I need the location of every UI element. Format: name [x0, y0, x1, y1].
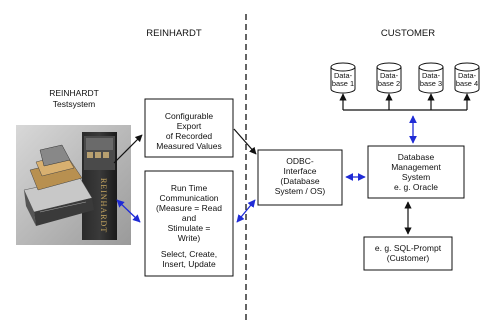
database-label-line1: Data-: [380, 71, 399, 80]
export-line: Export: [177, 121, 202, 131]
runtime-odbc-arrow: [236, 199, 256, 223]
runtime-operations-line: Insert, Update: [162, 259, 216, 269]
database-label-line2: base 4: [456, 79, 478, 88]
runtime-box-text: Run Time Communication (Measure = Read a…: [156, 183, 222, 269]
runtime-line: Communication: [159, 193, 218, 203]
sql-line: (Customer): [387, 253, 430, 263]
export-line: Measured Values: [156, 141, 222, 151]
testsystem-title-line1: REINHARDT: [49, 88, 99, 98]
dbms-box-text: Database Management System e. g. Oracle: [391, 152, 441, 192]
sql-box-text: e. g. SQL-Prompt (Customer): [375, 243, 442, 263]
dbms-box: [367, 145, 465, 199]
database-label-line2: base 1: [332, 79, 354, 88]
testsystem-title-line2: Testsystem: [53, 99, 96, 109]
runtime-line: and: [182, 213, 196, 223]
database-label-line1: Data-: [458, 71, 477, 80]
testsystem-image: REINHARDT: [16, 125, 131, 245]
database-bus: [339, 93, 471, 111]
odbc-box-text: ODBC- Interface (Database System / OS): [275, 156, 326, 196]
database-label-line1: Data-: [422, 71, 441, 80]
odbc-line: (Database: [280, 176, 319, 186]
database-label-line1: Data-: [334, 71, 353, 80]
database-cylinder-1: Data- base 1: [330, 62, 356, 94]
runtime-line: Run Time: [171, 183, 208, 193]
database-label-line2: base 3: [420, 79, 442, 88]
odbc-line: System / OS): [275, 186, 326, 196]
runtime-communication-box: [144, 170, 234, 277]
odbc-interface-box: [257, 149, 343, 206]
testsystem-export-arrow: [113, 134, 143, 164]
odbc-line: Interface: [283, 166, 316, 176]
database-label-line2: base 2: [378, 79, 400, 88]
dbms-line: Management: [391, 162, 441, 172]
runtime-operations-line: Select, Create,: [161, 249, 217, 259]
testsystem-runtime-arrow: [116, 199, 141, 223]
customer-header: CUSTOMER: [381, 28, 435, 39]
dbms-line: System: [402, 172, 430, 182]
export-box: [144, 98, 234, 158]
odbc-line: ODBC-: [286, 156, 314, 166]
runtime-line: Write): [178, 233, 201, 243]
dbms-line: e. g. Oracle: [394, 182, 438, 192]
database-cylinder-4: Data- base 4: [454, 62, 480, 94]
cabinet-brand-text: REINHARDT: [99, 178, 108, 233]
sql-line: e. g. SQL-Prompt: [375, 243, 442, 253]
database-cylinder-2: Data- base 2: [376, 62, 402, 94]
export-odbc-arrow: [233, 128, 257, 155]
database-cylinder-3: Data- base 3: [418, 62, 444, 94]
dbms-line: Database: [398, 152, 435, 162]
runtime-line: Stimulate =: [168, 223, 211, 233]
reinhardt-header: REINHARDT: [146, 28, 202, 39]
sql-prompt-box: [363, 236, 453, 271]
export-line: Configurable: [165, 111, 213, 121]
export-box-text: Configurable Export of Recorded Measured…: [156, 111, 222, 151]
export-line: of Recorded: [166, 131, 213, 141]
runtime-line: (Measure = Read: [156, 203, 222, 213]
